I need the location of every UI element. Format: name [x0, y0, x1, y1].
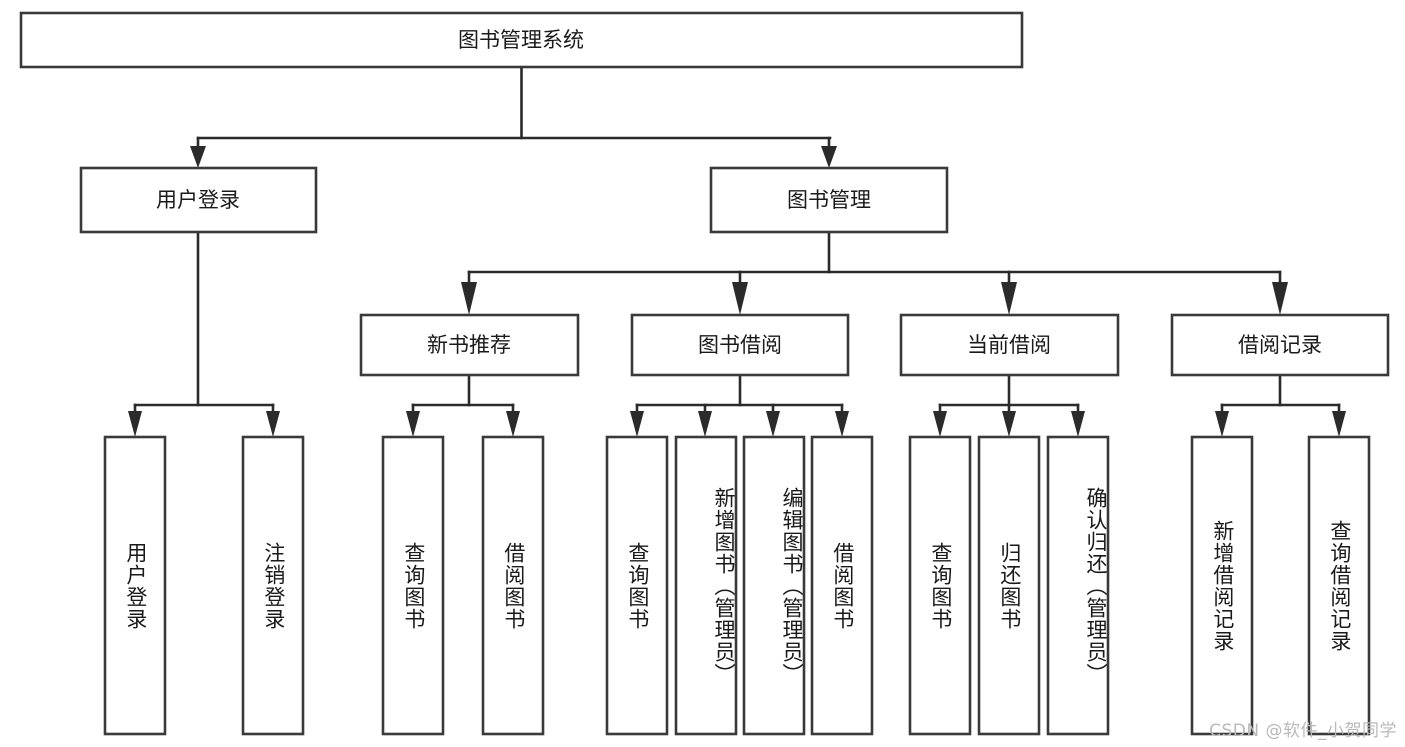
arrow-borrow-leaf-3 — [766, 411, 780, 437]
arrow-root-to-book-mgmt — [821, 146, 837, 168]
node-new-book-recommend[interactable] — [359, 313, 580, 377]
leaf-box-record-1[interactable] — [1190, 435, 1254, 736]
arrow-borrow-leaf-2 — [698, 411, 712, 437]
node-borrow-record-label: 借阅记录 — [1238, 333, 1322, 357]
arrow-book-mgmt-child-3 — [1001, 282, 1017, 315]
leaf-box-user-login-2[interactable] — [241, 435, 305, 736]
node-current-borrow-label: 当前借阅 — [967, 333, 1051, 357]
node-borrow-record[interactable] — [1170, 313, 1390, 377]
leaf-box-current-3[interactable] — [1046, 435, 1110, 736]
arrow-book-mgmt-child-1 — [461, 282, 477, 315]
watermark-text: CSDN @软件_小贺同学 — [1209, 721, 1397, 741]
arrow-record-leaf-2 — [1332, 411, 1346, 437]
node-root[interactable] — [19, 11, 1024, 69]
leaf-box-recommend-1[interactable] — [381, 435, 445, 736]
leaf-box-user-login-1[interactable] — [103, 435, 167, 736]
leaf-box-current-1[interactable] — [908, 435, 972, 736]
leaf-box-borrow-4[interactable] — [810, 435, 874, 736]
arrow-book-mgmt-child-2 — [732, 282, 748, 315]
arrow-record-leaf-1 — [1215, 411, 1229, 437]
node-layer: 图书管理系统 用户登录 图书管理 新书推荐 图书借阅 当前借阅 借阅记录 — [19, 11, 1390, 736]
node-book-borrow-label: 图书借阅 — [698, 333, 782, 357]
arrow-current-leaf-2 — [1002, 411, 1016, 437]
leaf-box-borrow-2[interactable] — [674, 435, 738, 736]
connector-layer — [128, 65, 1346, 437]
arrow-recommend-leaf-2 — [506, 411, 520, 437]
leaf-box-recommend-2[interactable] — [481, 435, 545, 736]
arrow-recommend-leaf-1 — [406, 411, 420, 437]
node-user-login-label: 用户登录 — [156, 188, 240, 212]
node-book-borrow[interactable] — [630, 313, 850, 377]
arrow-root-to-user-login — [190, 146, 206, 168]
node-book-management[interactable] — [709, 166, 949, 234]
node-user-login[interactable] — [79, 166, 318, 234]
node-root-label: 图书管理系统 — [458, 28, 584, 52]
arrow-user-login-child-1 — [128, 411, 142, 437]
leaf-box-record-2[interactable] — [1307, 435, 1371, 736]
node-new-book-recommend-label: 新书推荐 — [427, 333, 511, 357]
arrow-current-leaf-3 — [1071, 411, 1085, 437]
node-book-management-label: 图书管理 — [787, 188, 871, 212]
arrow-book-mgmt-child-4 — [1272, 282, 1288, 315]
arrow-user-login-child-2 — [266, 411, 280, 437]
arrow-borrow-leaf-1 — [630, 411, 644, 437]
leaf-box-borrow-1[interactable] — [605, 435, 669, 736]
arrow-current-leaf-1 — [933, 411, 947, 437]
leaf-box-borrow-3[interactable] — [742, 435, 806, 736]
arrow-borrow-leaf-4 — [835, 411, 849, 437]
leaf-box-current-2[interactable] — [977, 435, 1041, 736]
node-current-borrow[interactable] — [899, 313, 1120, 377]
